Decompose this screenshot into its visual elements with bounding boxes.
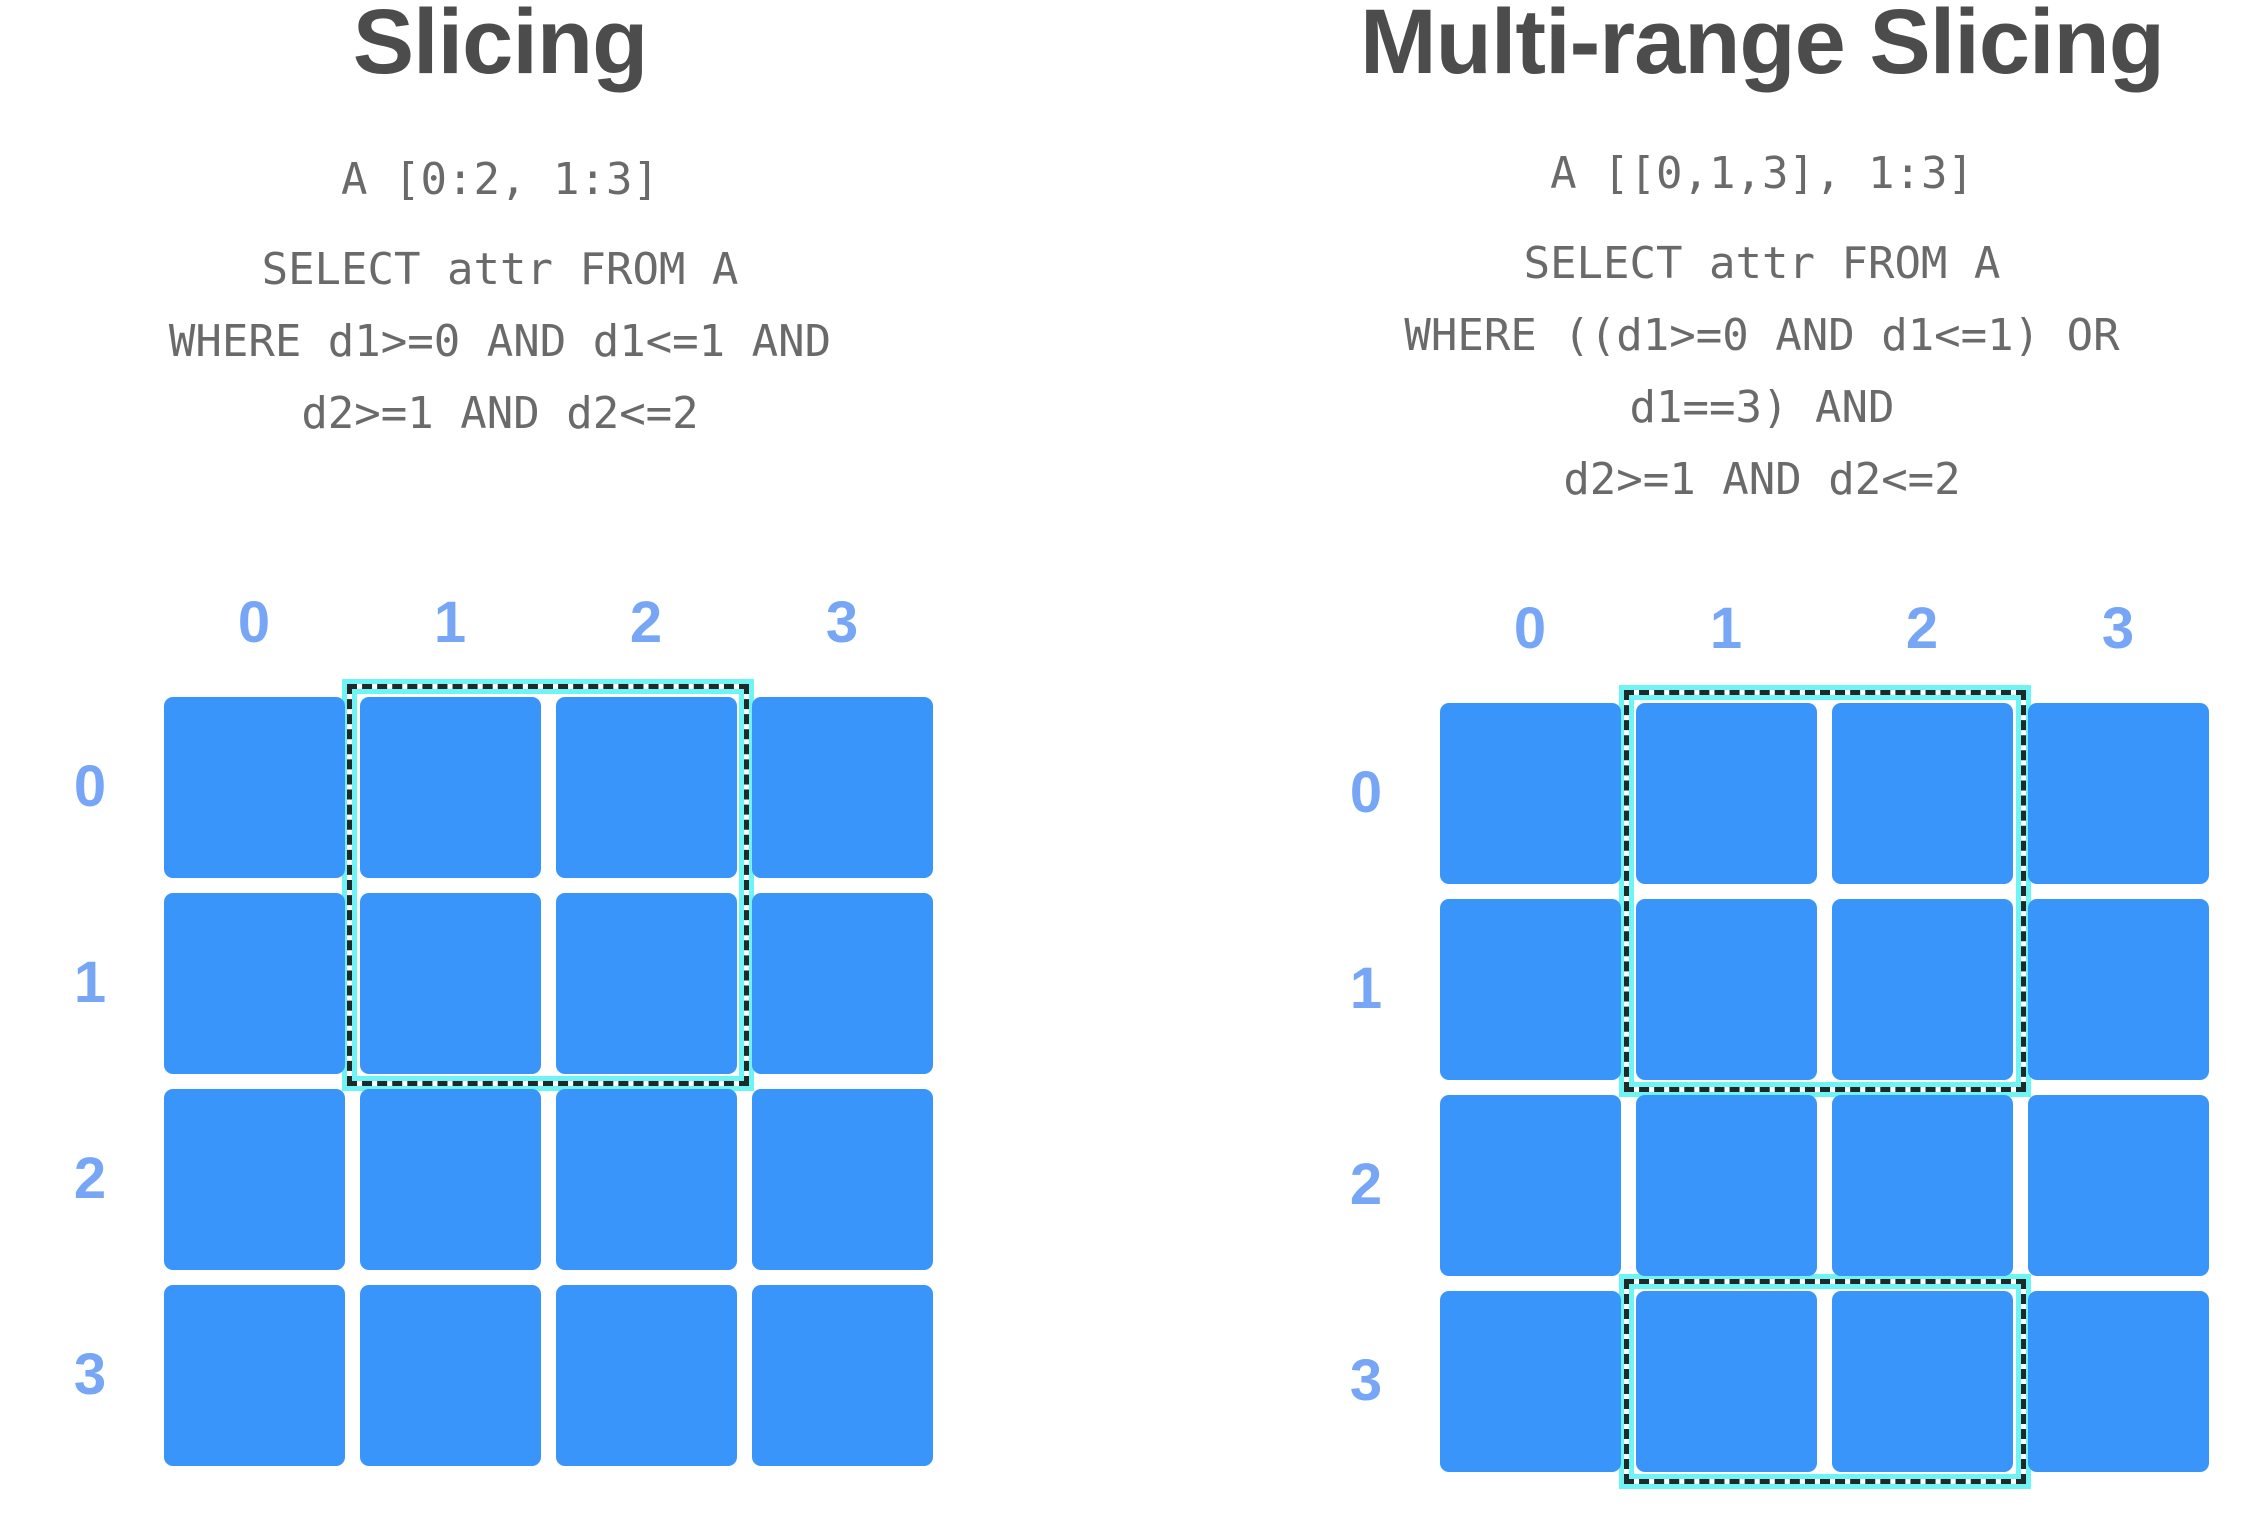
slicing-sql-line-1: SELECT attr FROM A [261,244,739,295]
array-cell [360,893,541,1074]
column-label: 2 [629,590,663,655]
multi-range-slicing-title: Multi-range Slicing [1360,0,2165,93]
array-cell [164,1285,345,1466]
column-label: 3 [825,590,859,655]
multi-range-slicing-panel: Multi-range Slicing A [[0,1,3], 1:3] SEL… [1272,0,2252,1538]
array-cell [1636,703,1817,884]
array-cell [1440,1291,1621,1472]
array-cell [1440,703,1621,884]
column-label: 3 [2101,596,2135,661]
multi-range-sql-line-4: d2>=1 AND d2<=2 [1563,454,1961,505]
array-cell [1440,899,1621,1080]
multi-range-sql-line-1: SELECT attr FROM A [1523,238,2001,289]
column-label: 1 [1709,596,1743,661]
array-cell [556,893,737,1074]
row-label: 2 [73,1146,107,1211]
array-cell [360,697,541,878]
array-cell [556,1285,737,1466]
slicing-sql-line-3: d2>=1 AND d2<=2 [301,388,699,439]
array-cell [556,697,737,878]
column-label: 2 [1905,596,1939,661]
slicing-title: Slicing [352,0,649,93]
array-cell [1832,1291,2013,1472]
array-cell [752,1089,933,1270]
array-cell [164,893,345,1074]
multi-range-expression: A [[0,1,3], 1:3] [1550,148,1974,199]
column-label: 0 [237,590,271,655]
column-label: 0 [1513,596,1547,661]
row-label: 1 [1349,956,1383,1021]
row-label: 1 [73,950,107,1015]
array-cell [1636,899,1817,1080]
array-cell [752,1285,933,1466]
array-cell [164,1089,345,1270]
array-cell [556,1089,737,1270]
range-selection-box-rows-0-1 [1624,690,2026,1092]
array-cell [1832,1095,2013,1276]
row-label: 0 [73,754,107,819]
multi-range-sql-line-3: d1==3) AND [1629,382,1895,433]
array-cell [1440,1095,1621,1276]
array-cell [1832,899,2013,1080]
array-cell [1636,1095,1817,1276]
array-cell [2028,899,2209,1080]
slice-selection-box [347,684,749,1086]
array-cell [752,893,933,1074]
array-cell [2028,1291,2209,1472]
array-cell [164,697,345,878]
row-label: 2 [1349,1152,1383,1217]
column-label: 1 [433,590,467,655]
row-label: 0 [1349,760,1383,825]
array-cell [752,697,933,878]
array-cell [360,1285,541,1466]
multi-range-sql-line-2: WHERE ((d1>=0 AND d1<=1) OR [1404,310,2120,361]
slicing-panel: Slicing A [0:2, 1:3] SELECT attr FROM A … [0,0,1000,1538]
array-cell [360,1089,541,1270]
row-label: 3 [1349,1348,1383,1413]
range-selection-box-row-3 [1624,1279,2026,1484]
array-cell [1636,1291,1817,1472]
slicing-sql-line-2: WHERE d1>=0 AND d1<=1 AND [168,316,832,367]
array-cell [1832,703,2013,884]
row-label: 3 [73,1342,107,1407]
array-cell [2028,1095,2209,1276]
slicing-expression: A [0:2, 1:3] [341,154,659,205]
array-cell [2028,703,2209,884]
